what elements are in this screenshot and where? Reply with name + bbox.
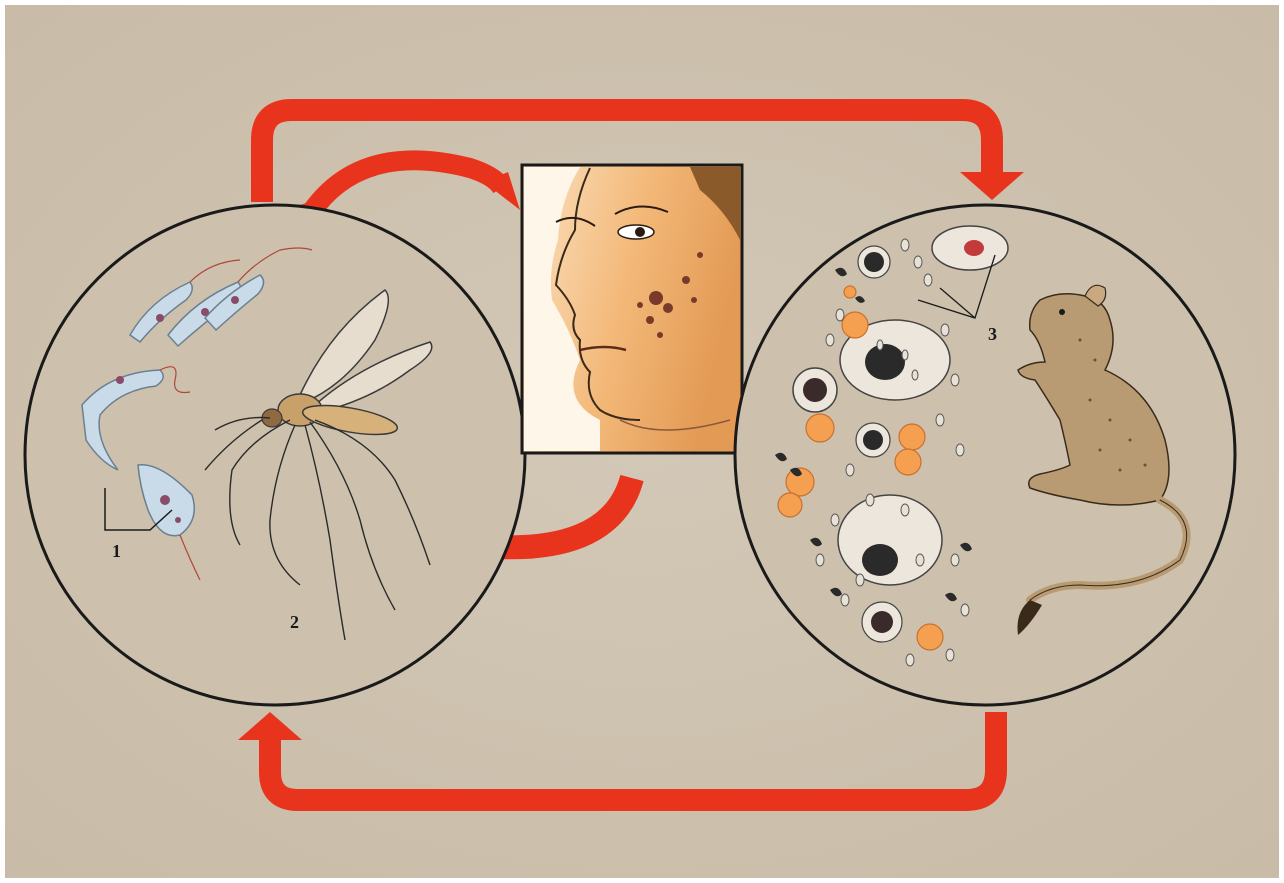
left-circle-group: 1 2 (25, 205, 525, 705)
right-circle-group: 3 (735, 205, 1235, 705)
label-2: 2 (290, 612, 299, 632)
label-3: 3 (988, 324, 997, 344)
face-panel (522, 165, 742, 453)
rodent-eye (1059, 309, 1065, 315)
label-1: 1 (112, 541, 121, 561)
